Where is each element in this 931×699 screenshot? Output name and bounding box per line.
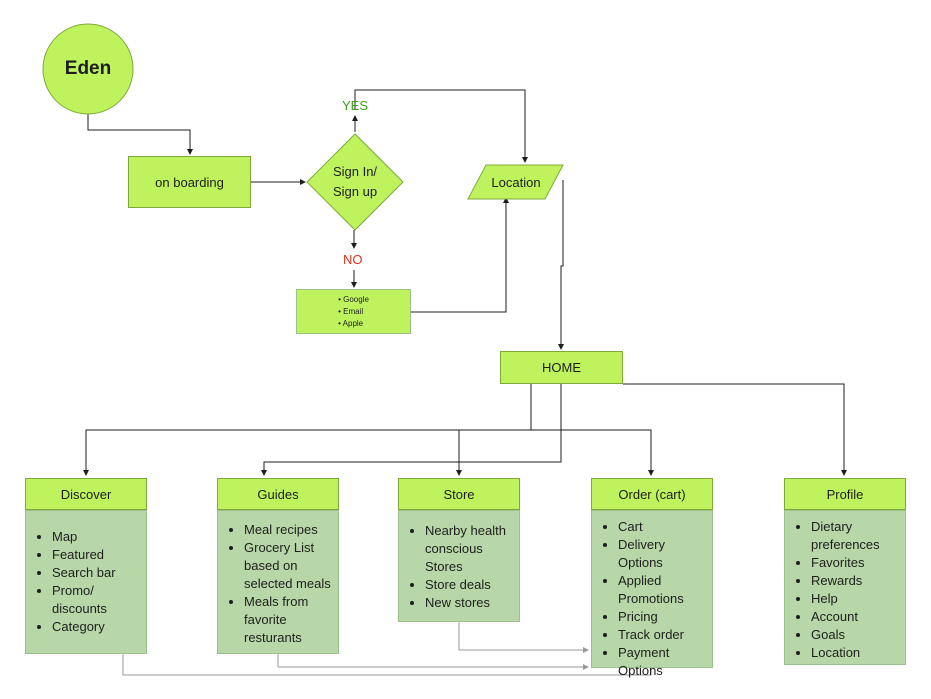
section-panel-profile: Dietary preferences Favorites Rewards He… (784, 510, 906, 665)
section-title: Guides (257, 486, 299, 502)
location-label: Location (491, 174, 541, 190)
connector-home-guides (261, 384, 562, 476)
list-item: Dietary preferences (811, 518, 901, 554)
list-item: Payment Options (618, 644, 708, 680)
list-item: Cart (618, 518, 708, 536)
home-label: HOME (542, 360, 581, 375)
section-panel-guides: Meal recipes Grocery List based on selec… (217, 510, 339, 654)
auth-options-list: Google Email Apple (338, 294, 369, 330)
connector-home-store (456, 429, 561, 476)
section-title: Order (cart) (618, 486, 686, 502)
list-item: Account (811, 608, 901, 626)
list-item: Map (52, 528, 146, 546)
section-title: Profile (826, 486, 864, 502)
section-panel-order: Cart Delivery Options Applied Promotions… (591, 510, 713, 678)
list-item: Nearby health conscious Stores (425, 522, 513, 576)
list-item: Category (52, 618, 146, 636)
onboarding-label: on boarding (155, 174, 224, 190)
list-item: Meal recipes (244, 521, 332, 539)
section-header-discover: Discover (25, 478, 147, 510)
list-item: Meals from favorite resturants (244, 593, 332, 647)
list-item: Grocery List based on selected meals (244, 539, 332, 593)
onboarding-node: on boarding (128, 156, 251, 208)
list-item: Pricing (618, 608, 708, 626)
auth-option: Google (338, 294, 369, 306)
connector-home-profile (623, 383, 847, 476)
section-header-order: Order (cart) (591, 478, 713, 510)
connector-yes-location (354, 89, 528, 163)
section-header-guides: Guides (217, 478, 339, 510)
connector-discover-order (122, 654, 652, 676)
connector-auth-location (411, 197, 509, 313)
list-item: Promo/ discounts (52, 582, 146, 618)
list-item: Featured (52, 546, 146, 564)
no-label: NO (343, 252, 363, 267)
decision-label-line1: Sign In/ (332, 164, 378, 179)
yes-label: YES (342, 98, 369, 113)
list-item: Track order (618, 626, 708, 644)
home-node: HOME (500, 351, 623, 384)
list-item: Location (811, 644, 901, 662)
section-header-store: Store (398, 478, 520, 510)
section-list: Meal recipes Grocery List based on selec… (218, 521, 332, 647)
decision-diamond (306, 133, 404, 231)
list-item: Delivery Options (618, 536, 708, 572)
connector-eden-onboarding (87, 108, 193, 155)
section-list: Dietary preferences Favorites Rewards He… (785, 518, 901, 662)
decision-label: Sign In/ Sign up (317, 160, 393, 204)
auth-options-node: Google Email Apple (296, 289, 411, 334)
location-parallelogram (467, 164, 564, 200)
list-item: Goals (811, 626, 901, 644)
section-panel-store: Nearby health conscious Stores Store dea… (398, 510, 520, 622)
connector-home-discover (83, 384, 532, 476)
auth-option: Apple (338, 318, 369, 330)
list-item: Store deals (425, 576, 513, 594)
connector-guides-order (277, 654, 589, 670)
start-node-label: Eden (64, 58, 112, 79)
section-header-profile: Profile (784, 478, 906, 510)
section-panel-discover: Map Featured Search bar Promo/ discounts… (25, 510, 147, 654)
list-item: Rewards (811, 572, 901, 590)
section-list: Map Featured Search bar Promo/ discounts… (26, 528, 146, 636)
list-item: Applied Promotions (618, 572, 708, 608)
connector-location-home (558, 180, 564, 350)
connector-store-order (458, 622, 589, 653)
list-item: New stores (425, 594, 513, 612)
start-circle (42, 23, 134, 115)
list-item: Help (811, 590, 901, 608)
decision-label-line2: Sign up (332, 184, 378, 199)
list-item: Search bar (52, 564, 146, 582)
connector-home-order (561, 429, 654, 476)
list-item: Favorites (811, 554, 901, 572)
section-title: Discover (60, 486, 112, 502)
section-list: Nearby health conscious Stores Store dea… (399, 522, 513, 612)
section-title: Store (443, 486, 475, 502)
auth-option: Email (338, 306, 369, 318)
section-list: Cart Delivery Options Applied Promotions… (592, 518, 708, 680)
